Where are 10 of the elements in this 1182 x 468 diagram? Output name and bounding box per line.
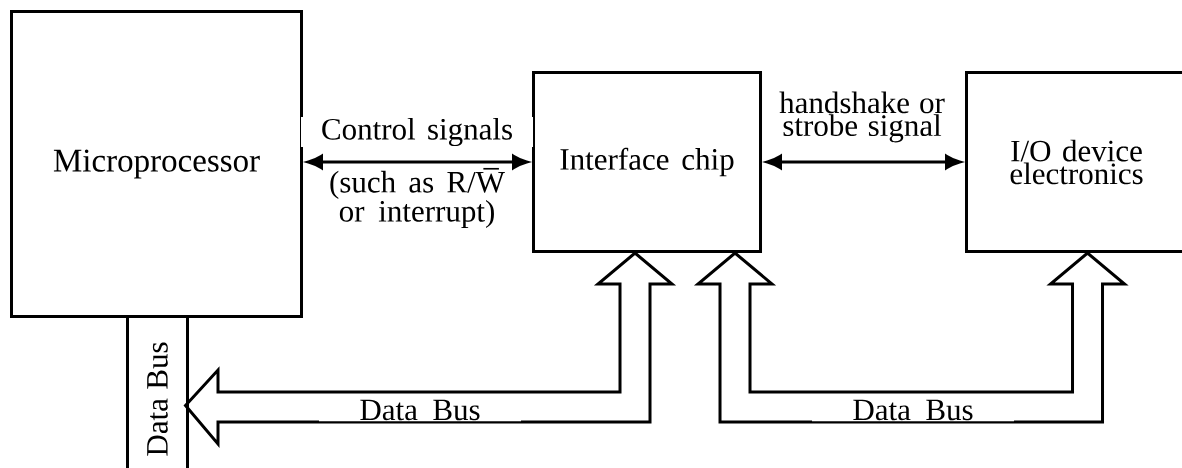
- block-box: I/O device electronics: [965, 71, 1182, 253]
- edge-label: Data Bus: [812, 398, 1014, 422]
- bus-arrow: [183, 251, 677, 449]
- block-box: Microprocessor: [10, 10, 303, 318]
- edge-label: Control signals: [301, 116, 533, 148]
- bus-bar: Data Bus: [126, 316, 189, 468]
- signal-note: (such as R/W̅ or interrupt): [330, 167, 505, 229]
- edge-label: handshake or strobe signal: [773, 90, 951, 144]
- edge-label: Data Bus: [319, 398, 521, 422]
- block-box: Interface chip: [532, 71, 762, 253]
